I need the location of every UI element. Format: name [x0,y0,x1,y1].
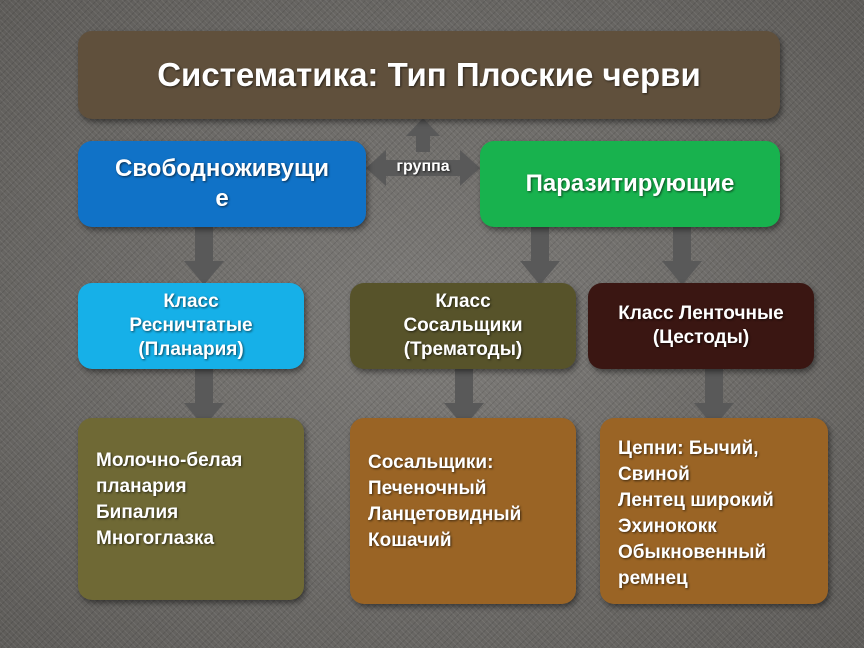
diagram-title: Систематика: Тип Плоские черви [78,31,780,119]
species-list-tapeworms: Цепни: Бычий, Свиной Лентец широкий Эхин… [600,418,828,604]
class-tapeworms-line: (Цестоды) [652,327,750,348]
species-item: планария [96,476,187,497]
class-tapeworms-line: Класс Ленточные [618,303,784,324]
class-flukes-line: Сосальщики [403,315,523,336]
species-list-flukes: Сосальщики: Печеночный Ланцетовидный Кош… [350,418,576,604]
species-item: Лентец широкий [618,490,774,511]
category-parasitic-line: Паразитирующие [525,170,735,197]
species-item: Цепни: Бычий, [618,438,759,459]
category-free-living: Свободноживущи е [78,141,366,227]
species-item: Обыкновенный [618,542,767,563]
class-tapeworms: Класс Ленточные (Цестоды) [588,283,814,369]
four-way-arrow-icon [366,118,480,186]
arrow-down-icon [694,369,734,427]
class-flukes-line: (Трематоды) [403,339,523,360]
class-ciliated-line: Ресничтатые [129,315,253,336]
arrow-down-icon [184,369,224,427]
species-item: Кошачий [368,530,452,551]
species-item: Молочно-белая [96,450,243,471]
species-item: Свиной [618,464,690,485]
species-item: Сосальщики: [368,452,494,473]
species-item: Печеночный [368,478,487,499]
group-connector-label: группа [396,158,450,175]
category-free-living-line: Свободноживущи [115,155,329,182]
diagram-title-text: Систематика: Тип Плоские черви [157,56,701,93]
class-ciliated: Класс Ресничтатые (Планария) [78,283,304,369]
species-item: ремнец [618,568,688,589]
arrow-down-icon [520,227,560,285]
arrow-down-icon [662,227,702,285]
class-ciliated-line: Класс [163,291,219,312]
class-ciliated-line: (Планария) [138,339,244,360]
arrow-down-icon [444,369,484,427]
category-free-living-line: е [215,185,229,212]
arrow-down-icon [184,227,224,285]
species-item: Ланцетовидный [368,504,522,525]
species-item: Многоглазка [96,528,215,549]
category-parasitic: Паразитирующие [480,141,780,227]
class-flukes: Класс Сосальщики (Трематоды) [350,283,576,369]
species-item: Бипалия [96,502,179,523]
class-flukes-line: Класс [435,291,491,312]
species-item: Эхинококк [618,516,717,537]
species-list-ciliated: Молочно-белая планария Бипалия Многоглаз… [78,418,304,600]
